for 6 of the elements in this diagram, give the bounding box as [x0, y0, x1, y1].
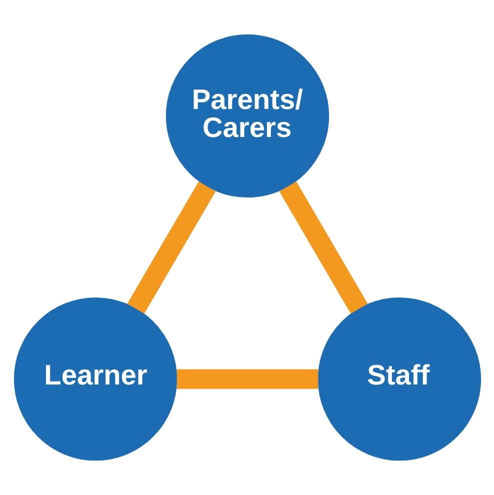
node-circle: Learner: [13, 297, 177, 461]
connector: [176, 369, 318, 389]
connector: [126, 181, 216, 314]
node-circle: Staff: [317, 297, 481, 461]
connector: [278, 181, 368, 314]
node-circle: Parents/ Carers: [165, 34, 329, 198]
